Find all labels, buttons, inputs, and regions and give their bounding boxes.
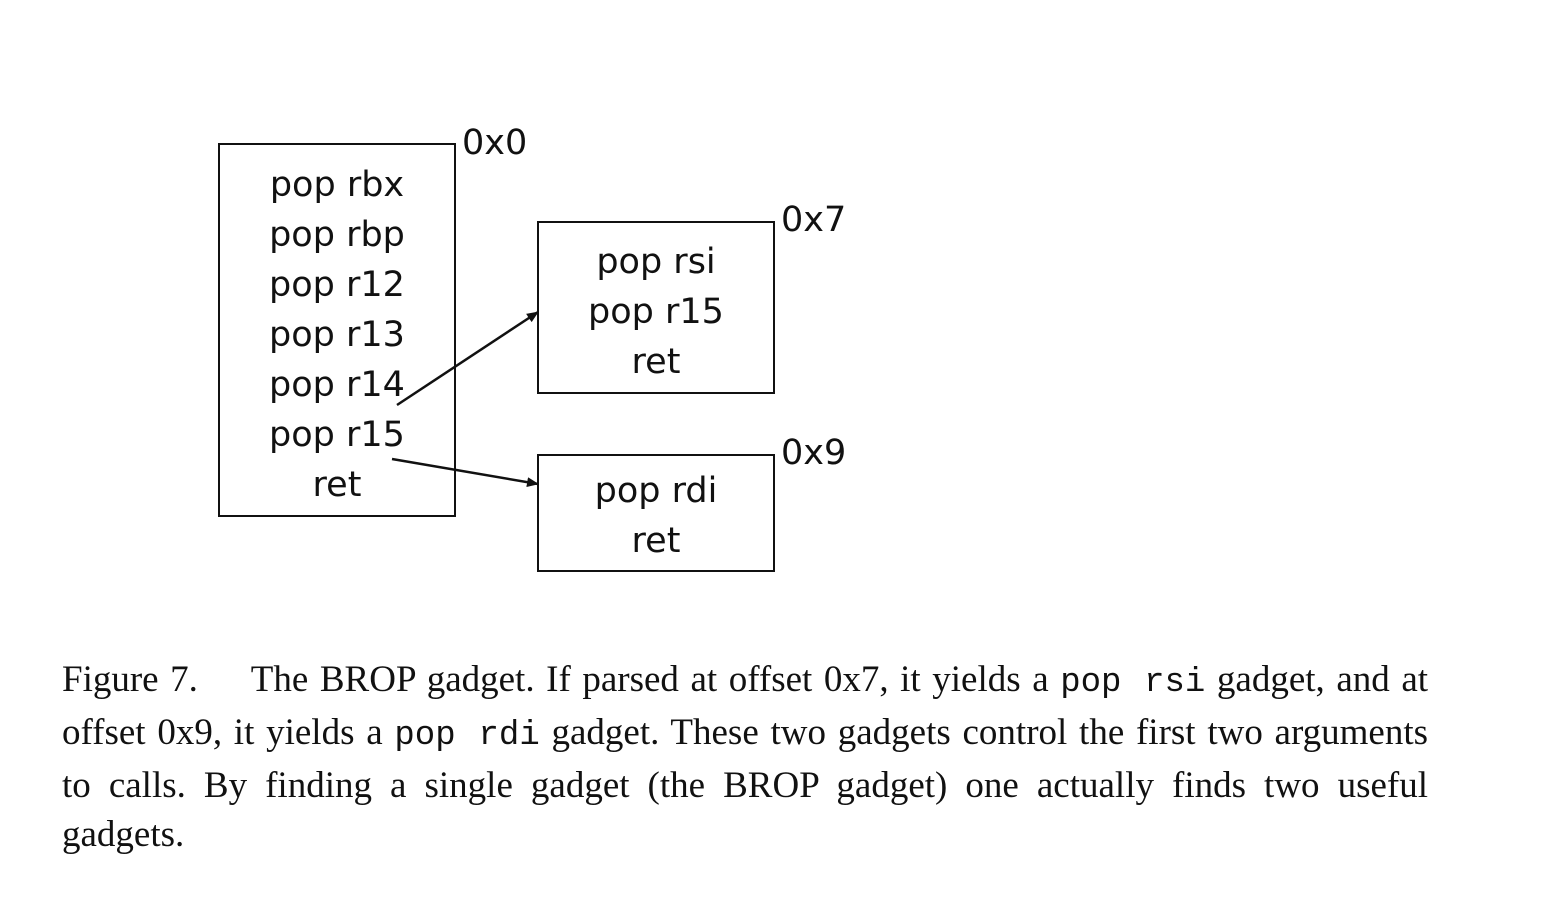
instruction-line: pop rsi bbox=[596, 242, 716, 282]
rdi-gadget-box bbox=[537, 454, 775, 572]
instruction-line: pop r15 bbox=[269, 415, 405, 455]
rsi-gadget-box bbox=[537, 221, 775, 394]
instruction-line: pop r15 bbox=[588, 292, 724, 332]
instruction-line: ret bbox=[631, 521, 681, 561]
caption-code-pop-rsi: pop rsi bbox=[1060, 664, 1206, 702]
arrow-to-rsi-gadget bbox=[396, 310, 539, 407]
caption-text: gadget, and at offset 0x9, it yields a bbox=[62, 659, 1429, 753]
rsi-gadget-instructions: pop rsi pop r15 ret bbox=[537, 237, 775, 387]
arrows-layer bbox=[391, 310, 539, 488]
brop-gadget-diagram: pop rbx pop rbp pop r12 pop r13 pop r14 … bbox=[218, 123, 847, 572]
caption-text: The BROP gadget. If parsed at offset 0x7… bbox=[250, 659, 1049, 700]
rdi-gadget-instructions: pop rdi ret bbox=[537, 466, 775, 566]
instruction-line: pop r13 bbox=[269, 315, 405, 355]
main-gadget-instructions: pop rbx pop rbp pop r12 pop r13 pop r14 … bbox=[218, 160, 456, 510]
main-gadget-box bbox=[218, 143, 456, 517]
instruction-line: ret bbox=[312, 465, 362, 505]
caption-text: gadget. These two gadgets control the fi… bbox=[62, 712, 1429, 855]
offset-label-0x7: 0x7 bbox=[781, 200, 847, 240]
figure-label: Figure 7. bbox=[62, 659, 198, 700]
instruction-line: pop rbx bbox=[269, 165, 405, 205]
instruction-line: pop r12 bbox=[269, 265, 405, 305]
instruction-line: ret bbox=[631, 342, 681, 382]
instruction-line: pop r14 bbox=[269, 365, 405, 405]
offset-label-0x9: 0x9 bbox=[781, 433, 847, 473]
figure-caption: Figure 7. The BROP gadget. If parsed at … bbox=[62, 655, 1428, 859]
instruction-line: pop rbp bbox=[269, 215, 405, 255]
caption-code-pop-rdi: pop rdi bbox=[394, 717, 540, 755]
offset-label-0x0: 0x0 bbox=[462, 123, 528, 163]
instruction-line: pop rdi bbox=[594, 471, 718, 511]
arrow-to-rdi-gadget bbox=[391, 457, 539, 488]
